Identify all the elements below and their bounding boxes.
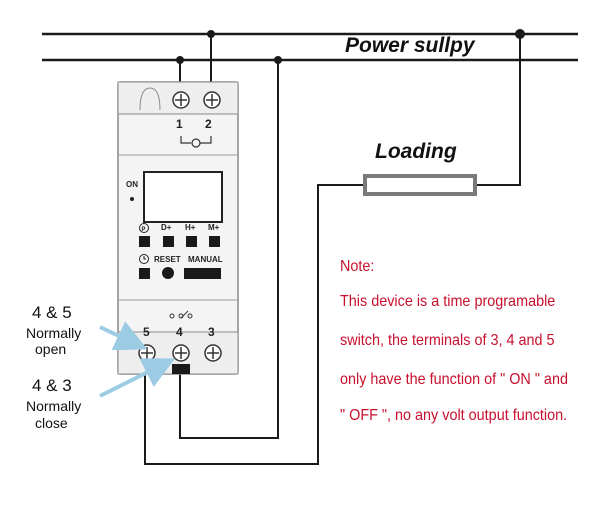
note-line-2: switch, the terminals of 3, 4 and 5 — [340, 332, 555, 349]
terminal-5-screw — [138, 344, 156, 362]
wire-terminal4 — [179, 60, 279, 439]
clock-button — [139, 268, 150, 279]
h-plus-label: H+ — [185, 223, 196, 232]
normally-open-subtitle-2: open — [35, 341, 67, 357]
note-line-3: only have the function of " ON " and — [340, 371, 568, 388]
d-plus-label: D+ — [161, 223, 172, 232]
terminal-2-screw — [203, 91, 221, 109]
note-line-4: " OFF ", no any volt output function. — [340, 407, 568, 424]
terminal-5-label: 5 — [143, 325, 150, 339]
arrow-normally-close — [99, 358, 176, 398]
normally-close-subtitle: Normally — [26, 398, 82, 414]
terminal-4-screw — [172, 344, 190, 362]
load-label: Loading — [375, 140, 457, 163]
power-supply-label: Power sullpy — [345, 34, 475, 57]
h-plus-button — [186, 236, 197, 247]
d-plus-button — [163, 236, 174, 247]
arrow-normally-open — [99, 321, 148, 351]
normally-close-subtitle-2: close — [35, 415, 68, 431]
wire-load — [475, 34, 521, 186]
svg-text:P: P — [142, 227, 146, 233]
normally-open-title: 4 & 5 — [32, 303, 72, 322]
terminal-2-label: 2 — [205, 117, 212, 131]
normally-close-title: 4 & 3 — [32, 376, 72, 395]
note-title: Note: — [340, 258, 375, 275]
p-button — [139, 236, 150, 247]
terminal-3-label: 3 — [208, 325, 215, 339]
manual-switch — [184, 268, 221, 279]
timer-device: P — [117, 81, 239, 375]
m-plus-button — [209, 236, 220, 247]
m-plus-label: M+ — [208, 223, 220, 232]
terminal-3-screw — [204, 344, 222, 362]
manual-label: MANUAL — [188, 255, 223, 264]
wire-load-return — [144, 184, 365, 465]
terminal-1-label: 1 — [176, 117, 183, 131]
note-line-1: This device is a time programable — [340, 293, 556, 310]
normally-open-subtitle: Normally — [26, 325, 82, 341]
on-label: ON — [126, 180, 138, 189]
on-led — [130, 197, 134, 201]
terminal-4-label: 4 — [176, 325, 183, 339]
lcd-display — [143, 171, 223, 223]
reset-label: RESET — [154, 255, 181, 264]
terminal-1-screw — [172, 91, 190, 109]
load-resistor — [363, 174, 477, 196]
reset-button — [162, 267, 174, 279]
